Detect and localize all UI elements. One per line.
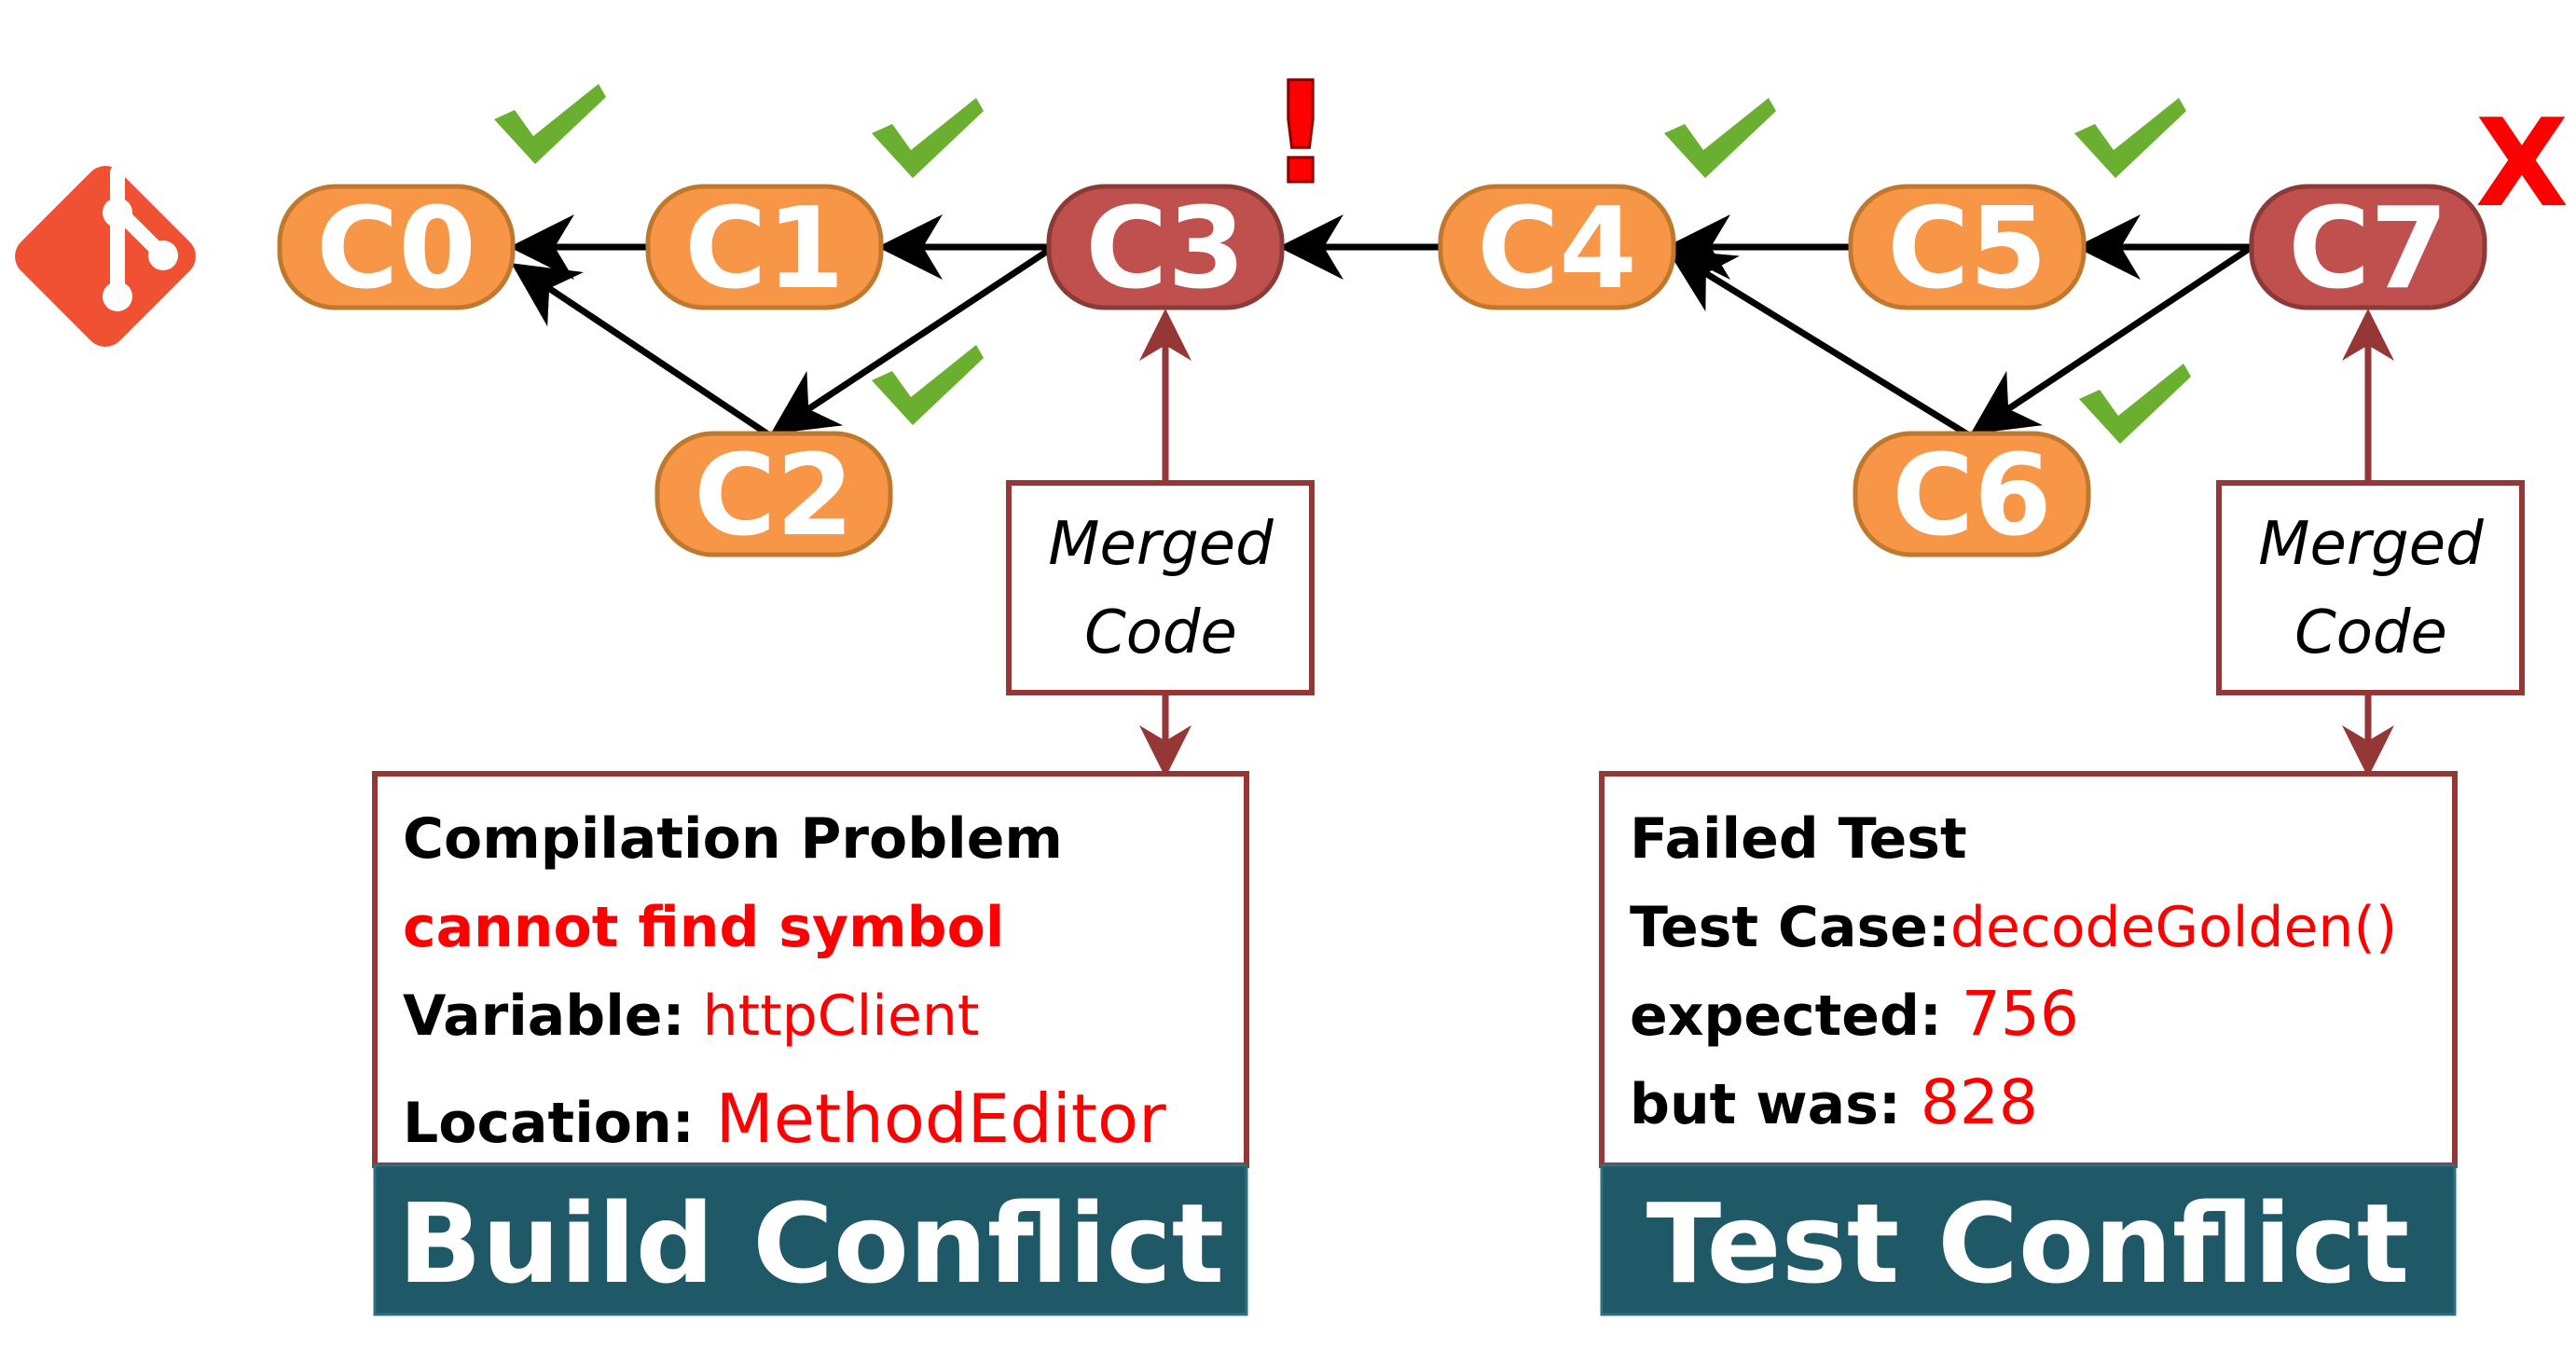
commit-c6: C6 [1853,431,2091,561]
build-variable-line: Variable: httpClient [403,984,979,1049]
test-conflict-panel: Failed Test Test Case:decodeGolden() exp… [1599,771,2458,1316]
svg-text:C3: C3 [1085,185,1246,314]
svg-text:C4: C4 [1477,185,1637,314]
build-conflict-panel: Compilation Problem cannot find symbol V… [372,771,1249,1316]
build-error: cannot find symbol [403,895,1004,960]
commit-c2: C2 [654,431,893,561]
merged-code-box-right: Merged Code [2216,480,2525,695]
fail-icon: X [2475,92,2569,234]
svg-text:C6: C6 [1892,432,2052,561]
build-location-line: Location: MethodEditor [403,1080,1166,1158]
build-conflict-title: Build Conflict [398,1179,1224,1308]
commit-c1: C1 [645,184,884,314]
commit-c4: C4 [1438,184,1676,314]
svg-text:C1: C1 [684,185,845,314]
warning-icon: ! [1269,53,1332,215]
svg-text:C0: C0 [316,185,476,314]
test-expected-line: expected: 756 [1630,978,2079,1050]
test-actual-line: but was: 828 [1630,1066,2038,1138]
edge-c7-c6 [1970,244,2253,434]
commit-c5: C5 [1848,184,2087,314]
svg-text:C7: C7 [2288,185,2448,314]
svg-text:C2: C2 [694,432,854,561]
check-icon-c6 [2079,364,2191,444]
test-conflict-title: Test Conflict [1646,1179,2410,1308]
check-icon-c4 [1664,98,1776,178]
svg-text:Code: Code [2294,598,2447,667]
svg-text:C5: C5 [1887,185,2047,314]
commit-c3: C3 [1046,184,1285,314]
merged-code-box-left: Merged Code [1006,480,1315,695]
check-icon-c5 [2074,98,2186,178]
edge-c3-c2 [770,244,1055,434]
test-case-line: Test Case:decodeGolden() [1630,895,2397,960]
commit-c7: C7 [2249,184,2487,314]
check-icon-c2 [872,345,984,425]
edge-c2-c0 [511,263,776,441]
svg-text:Merged: Merged [1048,510,1274,579]
edge-c6-c4 [1667,249,1983,446]
test-heading: Failed Test [1630,806,1967,872]
check-icon-c0 [494,84,606,164]
build-heading: Compilation Problem [403,806,1063,872]
commit-edges [509,214,2253,446]
svg-text:Code: Code [1084,598,1237,667]
build-conflict-banner [373,1163,1248,1316]
test-conflict-banner [1600,1163,2457,1316]
svg-text:Merged: Merged [2258,510,2484,579]
check-icon-c1 [872,98,984,178]
commit-c0: C0 [277,184,516,314]
git-logo-icon [15,165,196,347]
